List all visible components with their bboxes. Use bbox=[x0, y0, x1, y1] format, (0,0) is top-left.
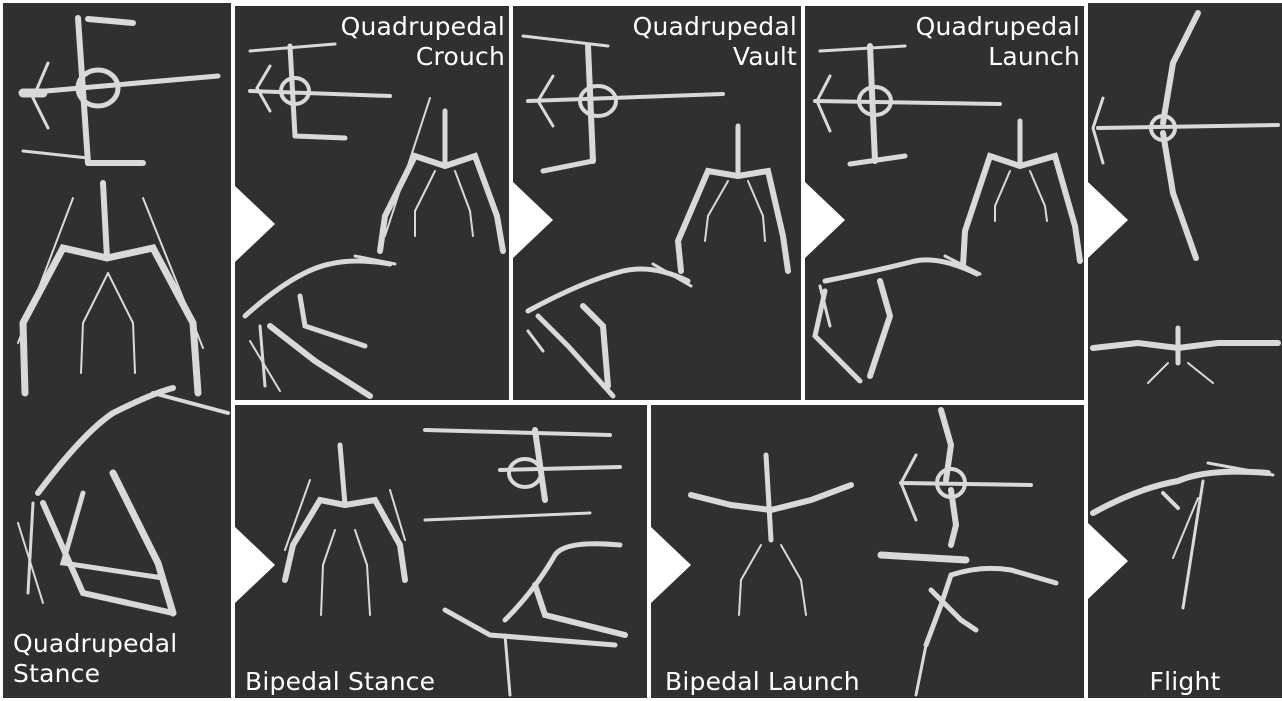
label-line-2: Stance bbox=[13, 659, 177, 689]
label-line-1: Quadrupedal bbox=[916, 12, 1080, 42]
label-line-2: Vault bbox=[633, 42, 797, 72]
panel-quadrupedal-launch: Quadrupedal Launch bbox=[805, 6, 1084, 400]
sequence-arrow-icon bbox=[513, 182, 553, 258]
panel-label: Bipedal Stance bbox=[245, 667, 435, 697]
panel-bipedal-stance: Bipedal Stance bbox=[235, 405, 647, 698]
sequence-arrow-icon bbox=[1088, 523, 1128, 599]
panel-bipedal-launch: Bipedal Launch bbox=[651, 405, 1084, 698]
label-line-1: Quadrupedal bbox=[633, 12, 797, 42]
panel-label: Quadrupedal Launch bbox=[916, 12, 1080, 72]
panel-label: Flight bbox=[1088, 667, 1282, 697]
sequence-arrow-icon bbox=[235, 527, 275, 603]
panel-label: Quadrupedal Crouch bbox=[341, 12, 505, 72]
sequence-arrow-icon bbox=[805, 182, 845, 258]
label-line-1: Quadrupedal bbox=[13, 629, 177, 659]
panel-quadrupedal-crouch: Quadrupedal Crouch bbox=[235, 6, 509, 400]
panel-quadrupedal-stance: Quadrupedal Stance bbox=[3, 3, 231, 698]
sequence-arrow-icon bbox=[1088, 182, 1128, 258]
sequence-arrow-icon bbox=[651, 527, 691, 603]
skeleton-illustration bbox=[3, 3, 231, 698]
label-line-1: Quadrupedal bbox=[341, 12, 505, 42]
panel-label: Quadrupedal Stance bbox=[13, 629, 177, 689]
panel-quadrupedal-vault: Quadrupedal Vault bbox=[513, 6, 801, 400]
label-line-2: Crouch bbox=[341, 42, 505, 72]
panel-label: Bipedal Launch bbox=[665, 667, 860, 697]
skeleton-illustration bbox=[651, 405, 1084, 698]
panel-label: Quadrupedal Vault bbox=[633, 12, 797, 72]
sequence-arrow-icon bbox=[235, 186, 275, 262]
label-line-2: Launch bbox=[916, 42, 1080, 72]
skeleton-illustration bbox=[235, 405, 647, 698]
